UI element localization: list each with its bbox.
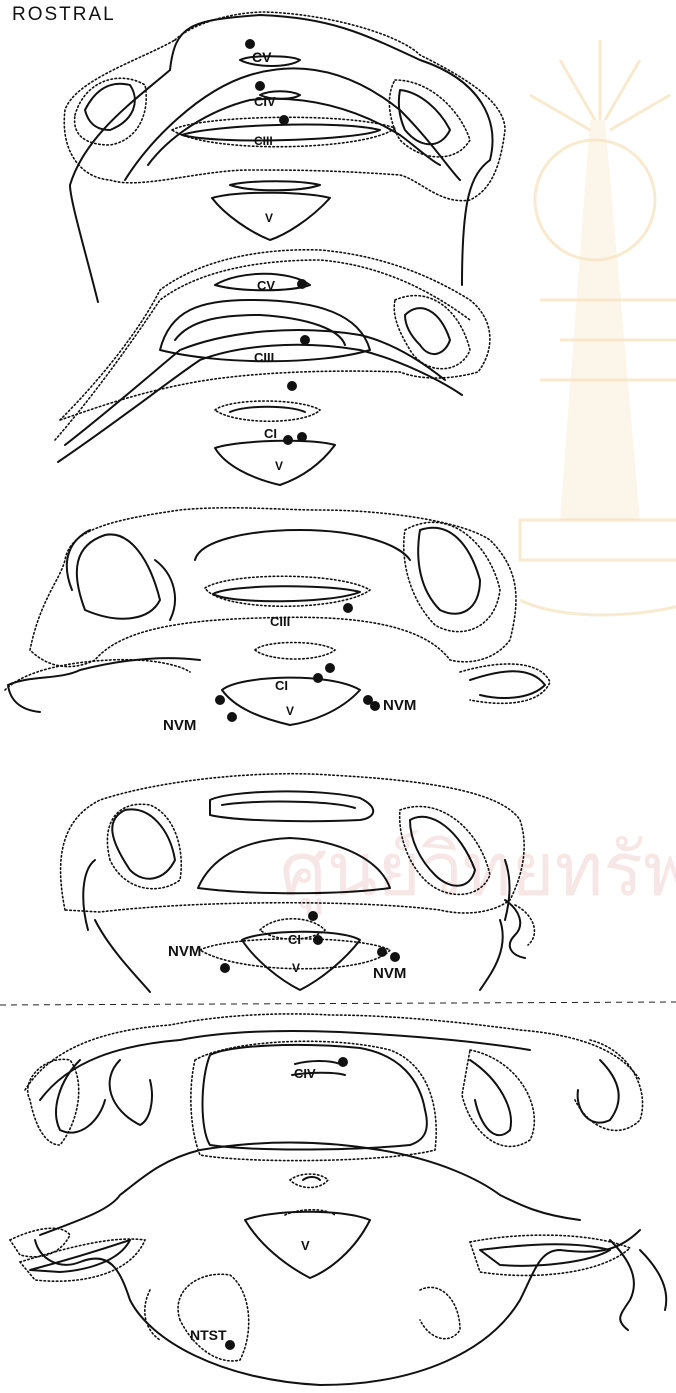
label-ci: CI — [288, 932, 301, 947]
separator-line — [0, 1002, 676, 1005]
section-3: CIII CI NVM NVM V — [5, 508, 550, 734]
label-civ: CIV — [294, 1066, 316, 1081]
label-ventricle: V — [265, 211, 273, 225]
section-2: CV CIII CI V — [55, 250, 490, 485]
label-nvm-right: NVM — [373, 965, 406, 982]
label-nvm-left: NVM — [163, 717, 196, 734]
label-ci: CI — [275, 678, 288, 693]
label-ciii: CIII — [254, 134, 273, 148]
label-ciii: CIII — [270, 614, 290, 629]
orientation-label: ROSTRAL — [12, 4, 116, 25]
label-ntst: NTST — [190, 1327, 227, 1343]
label-ciii: CIII — [254, 350, 274, 365]
label-cv: CV — [257, 278, 275, 293]
label-ventricle: V — [292, 961, 300, 975]
label-ventricle: V — [275, 459, 283, 473]
label-ci: CI — [264, 426, 277, 441]
section-5: CIV V NTST — [10, 1014, 666, 1385]
label-ventricle: V — [286, 704, 294, 718]
watermark-seal — [520, 40, 676, 615]
section-1: CV CIV CIII V — [64, 12, 505, 302]
label-cv: CV — [252, 49, 272, 65]
label-civ: CIV — [254, 94, 276, 109]
label-ventricle: V — [301, 1238, 310, 1253]
label-nvm-right: NVM — [383, 697, 416, 714]
watermark-text: ศูนย์วิทยทรัพยากร จุฬาลงกรณ์มหาวิทยาลัย — [280, 827, 676, 915]
label-nvm-left: NVM — [168, 943, 201, 960]
